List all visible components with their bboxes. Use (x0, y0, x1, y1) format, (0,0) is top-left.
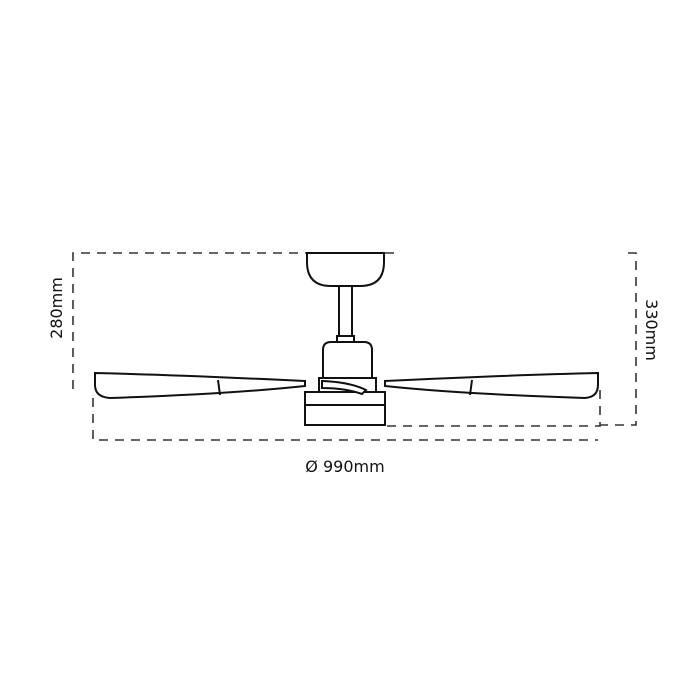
blade-left-joint (217, 379, 221, 396)
blade-right (384, 371, 599, 400)
blade-arm (321, 379, 368, 396)
blade-tip-guide (385, 390, 601, 427)
diameter-label: Ø 990mm (305, 457, 384, 476)
light-kit (304, 391, 386, 426)
drop-height-label: 280mm (47, 277, 66, 339)
motor-housing-upper (322, 341, 373, 379)
downrod (338, 285, 353, 341)
drop-height-guide (72, 252, 394, 392)
blade-right-joint (469, 379, 473, 396)
dimension-lines (72, 252, 637, 441)
fan-body (94, 252, 599, 426)
total-height-guide (600, 252, 637, 426)
total-height-label: 330mm (642, 299, 661, 361)
blade-left (94, 371, 306, 400)
canopy (306, 252, 385, 287)
